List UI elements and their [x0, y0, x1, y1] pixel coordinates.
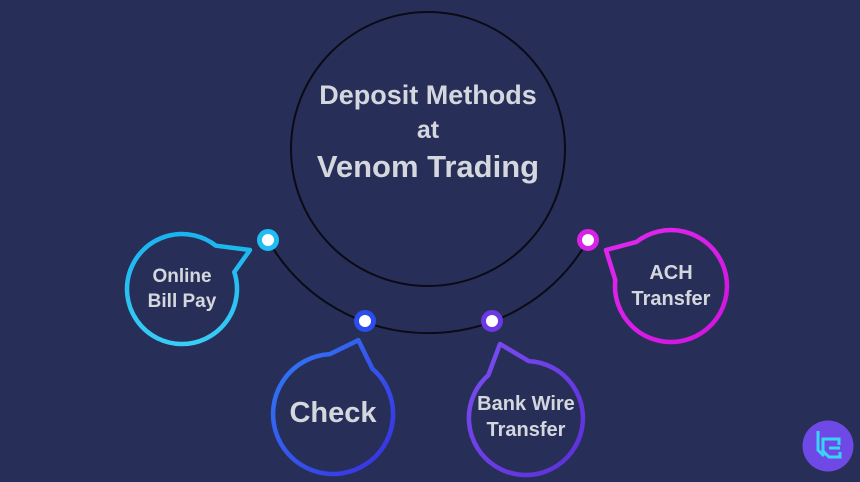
node-dot-online-bill-pay [257, 229, 279, 251]
brand-logo [802, 420, 854, 472]
label-check: Check [289, 396, 376, 430]
label-line: Check [289, 397, 377, 429]
node-dot-ach-transfer [577, 229, 599, 251]
label-line: Bill Pay [147, 291, 217, 312]
label-line: Online [152, 266, 212, 287]
bubble-bank-wire-transfer [466, 341, 586, 478]
label-line: Transfer [631, 288, 711, 310]
connector-arc [267, 239, 589, 335]
label-line: Bank Wire [477, 393, 575, 415]
title-line-1: Deposit Methods [319, 80, 537, 110]
title-line-2: at [416, 116, 440, 144]
node-dot-check [354, 310, 376, 332]
node-dot-bank-wire-transfer [481, 310, 503, 332]
main-circle [290, 11, 566, 287]
lc-monogram-icon [816, 431, 842, 459]
label-ach-transfer: ACH Transfer [632, 260, 711, 312]
bubble-check [270, 337, 396, 477]
logo-circle [802, 420, 854, 472]
label-line: ACH [649, 262, 693, 284]
label-bank-wire-transfer: Bank Wire Transfer [477, 391, 575, 443]
main-title: Deposit Methods at Venom Trading [317, 77, 539, 187]
label-line: Transfer [486, 419, 566, 441]
bubble-ach-transfer [603, 227, 730, 345]
title-line-3: Venom Trading [316, 149, 540, 184]
bubble-online-bill-pay [124, 231, 253, 347]
label-online-bill-pay: Online Bill Pay [148, 264, 217, 314]
